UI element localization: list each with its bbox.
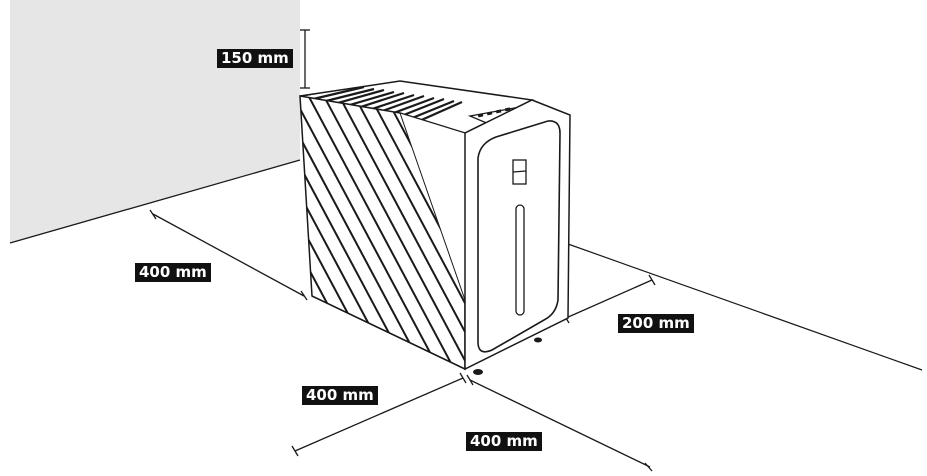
right-dimension-line — [565, 279, 653, 319]
top-clearance-label: 150 mm — [217, 49, 293, 68]
floor-line-right — [567, 243, 923, 371]
front-left-dimension-tick-b — [459, 372, 467, 384]
control-button — [495, 109, 502, 114]
front-right-clearance-label: 400 mm — [466, 432, 542, 451]
water-level-window — [515, 204, 525, 316]
side-base-edge — [311, 295, 466, 370]
left-clearance-label: 400 mm — [135, 263, 211, 282]
caster-wheel — [534, 337, 542, 343]
front-right-dimension-tick-b — [644, 462, 653, 472]
control-button — [504, 107, 511, 112]
front-left-clearance-label: 400 mm — [302, 386, 378, 405]
front-left-dimension-line — [294, 377, 464, 452]
left-dimension-tick-b — [300, 290, 308, 301]
right-clearance-label: 200 mm — [618, 314, 694, 333]
caster-wheel — [473, 369, 483, 375]
front-right-dimension-line — [469, 379, 651, 468]
appliance-unit — [299, 80, 571, 375]
control-button — [486, 111, 493, 116]
right-dimension-tick-b — [648, 274, 656, 286]
front-right-dimension-tick-a — [466, 374, 474, 386]
front-left-dimension-tick-a — [291, 445, 299, 457]
rear-wall — [10, 0, 300, 243]
wall-floor-edge — [9, 159, 301, 244]
control-button — [477, 113, 484, 118]
left-dimension-tick-a — [149, 209, 157, 220]
front-display-divider — [512, 170, 527, 173]
left-dimension-line — [152, 213, 305, 297]
